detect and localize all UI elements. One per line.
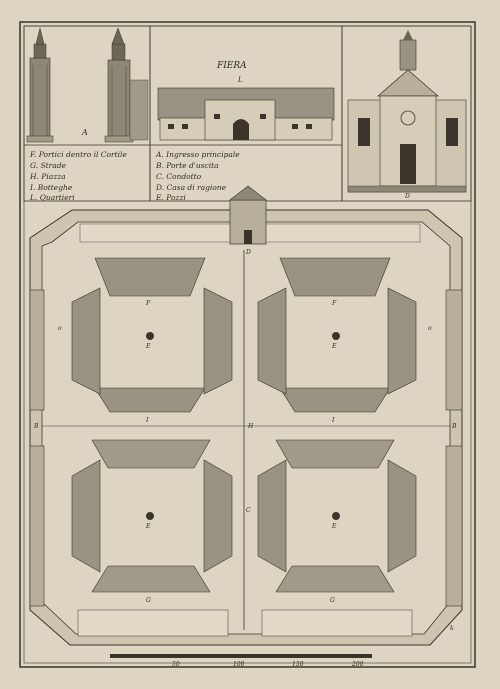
quad-upper-left — [71, 257, 233, 413]
legend-right: A. Ingresso principale B. Porte d'uscita… — [155, 150, 240, 202]
scale-tick: 200 — [351, 661, 364, 668]
plan-letter: B — [33, 423, 39, 430]
plan-letter: G — [146, 597, 151, 604]
scale-bar: 50 100 150 200 — [110, 654, 372, 668]
legend-left: F. Portici dentro il Cortile G. Strade H… — [29, 150, 127, 202]
legend-left-item: G. Strade — [30, 161, 67, 170]
top-panels: A FIERA L D — [23, 25, 472, 202]
plan-letter: k — [450, 625, 454, 632]
scale-tick: 50 — [172, 661, 180, 668]
plan-letter: o — [428, 325, 432, 332]
plate-border — [19, 21, 476, 668]
legend-right-item: B. Porte d'uscita — [155, 161, 219, 170]
plan-letter: E — [331, 343, 337, 350]
plan-letter: D — [245, 249, 251, 256]
legend-right-item: E. Pozzi — [155, 193, 186, 202]
fair-title: FIERA — [216, 61, 247, 71]
facade-illustration — [157, 87, 335, 141]
column-right-illustration — [104, 27, 149, 143]
quad-upper-right — [257, 257, 417, 413]
quad-lower-left — [71, 439, 233, 593]
plan-letter: o — [58, 325, 62, 332]
plan-letter: H — [247, 423, 254, 430]
legend-right-item: A. Ingresso principale — [155, 150, 240, 159]
legend-left-item: F. Portici dentro il Cortile — [29, 150, 127, 159]
legend-left-item: H. Piazza — [29, 172, 66, 181]
plan-letter: E — [145, 343, 151, 350]
scale-tick: 150 — [292, 661, 304, 668]
fair-plan: D F F E E I I E E G G H B B C o o k — [29, 185, 463, 646]
legend-left-item: I. Botteghe — [29, 183, 73, 192]
plan-letter: C — [246, 507, 251, 514]
scale-tick: 100 — [233, 661, 245, 668]
plan-letter: G — [330, 597, 335, 604]
facade-label: L — [237, 76, 243, 84]
legend-right-item: D. Casa di ragione — [155, 183, 227, 192]
plan-letter: I — [145, 417, 149, 424]
column-left-illustration — [26, 27, 54, 143]
columns-label: A — [81, 128, 88, 137]
legend-right-item: C. Condotto — [156, 172, 202, 181]
church-illustration — [347, 30, 467, 193]
plan-letter: F — [331, 300, 337, 307]
church-label: D — [404, 193, 410, 200]
panel-church — [341, 25, 472, 202]
plan-letter: B — [451, 423, 457, 430]
plan-letter: E — [331, 523, 337, 530]
plan-letter: I — [331, 417, 335, 424]
legend-left-item: L. Quartieri — [29, 193, 75, 202]
quad-lower-right — [257, 439, 417, 593]
plan-letter: E — [145, 523, 151, 530]
plan-letter: F — [145, 300, 151, 307]
